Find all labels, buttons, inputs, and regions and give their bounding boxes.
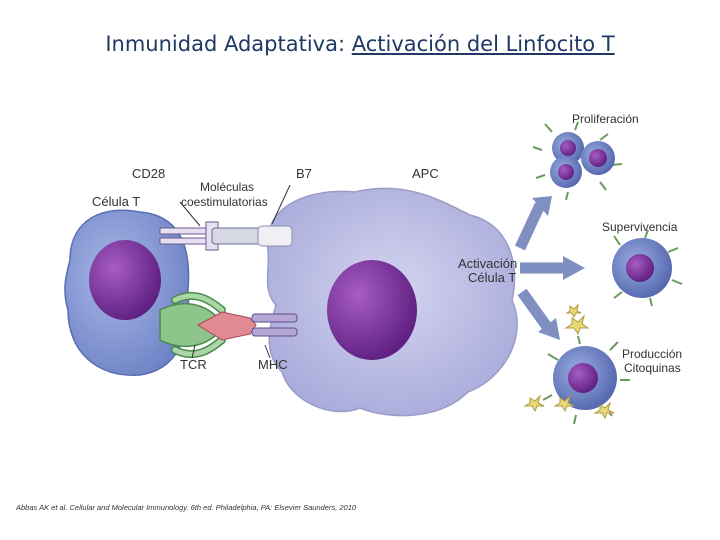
outcome-arrows (515, 196, 585, 340)
moleculas-label-1: Moléculas (200, 180, 255, 194)
moleculas-label-2: coestimulatorias (181, 195, 268, 209)
produccion-label-2: Citoquinas (624, 361, 681, 375)
activacion-label-1: Activación (458, 256, 518, 271)
b7-label: B7 (296, 166, 312, 181)
tcr-label: TCR (180, 357, 207, 372)
reference-citation: Abbas AK et al. Cellular and Molecular I… (16, 503, 357, 512)
celula-t-label: Célula T (92, 194, 141, 209)
arrow-produccion (517, 288, 553, 332)
supervivencia-label: Supervivencia (602, 220, 678, 234)
cd28-label: CD28 (132, 166, 166, 181)
b7-pointer (271, 184, 291, 225)
t-cell (64, 209, 190, 376)
slide-title: Inmunidad Adaptativa: Activación del Lin… (0, 32, 720, 56)
apc-label: APC (412, 166, 439, 181)
arrow-proliferacion (515, 202, 545, 251)
t-cell-nucleus (89, 240, 161, 320)
title-main: Inmunidad Adaptativa: (105, 32, 346, 56)
produccion-label-1: Producción (622, 347, 683, 361)
title-underlined: Activación del Linfocito T (351, 32, 615, 56)
apc-nucleus (327, 260, 417, 360)
proliferation-cells (532, 121, 623, 201)
mhc-label: MHC (258, 357, 288, 372)
survival-cell (612, 229, 683, 307)
proliferacion-label: Proliferación (572, 112, 639, 126)
mhc-molecule (251, 313, 298, 323)
antigen-peptide (197, 311, 257, 341)
cd28-b7-pair (159, 184, 293, 251)
apc-cell (266, 187, 518, 417)
cd28-pointer (179, 201, 201, 227)
mhc-pointer (264, 344, 271, 359)
activacion-label-2: Célula T (468, 270, 517, 285)
cytokine-cell (523, 303, 630, 425)
cytokines (523, 303, 615, 420)
tcr-mhc-pair (159, 291, 298, 359)
tcr-pointer (191, 344, 196, 359)
